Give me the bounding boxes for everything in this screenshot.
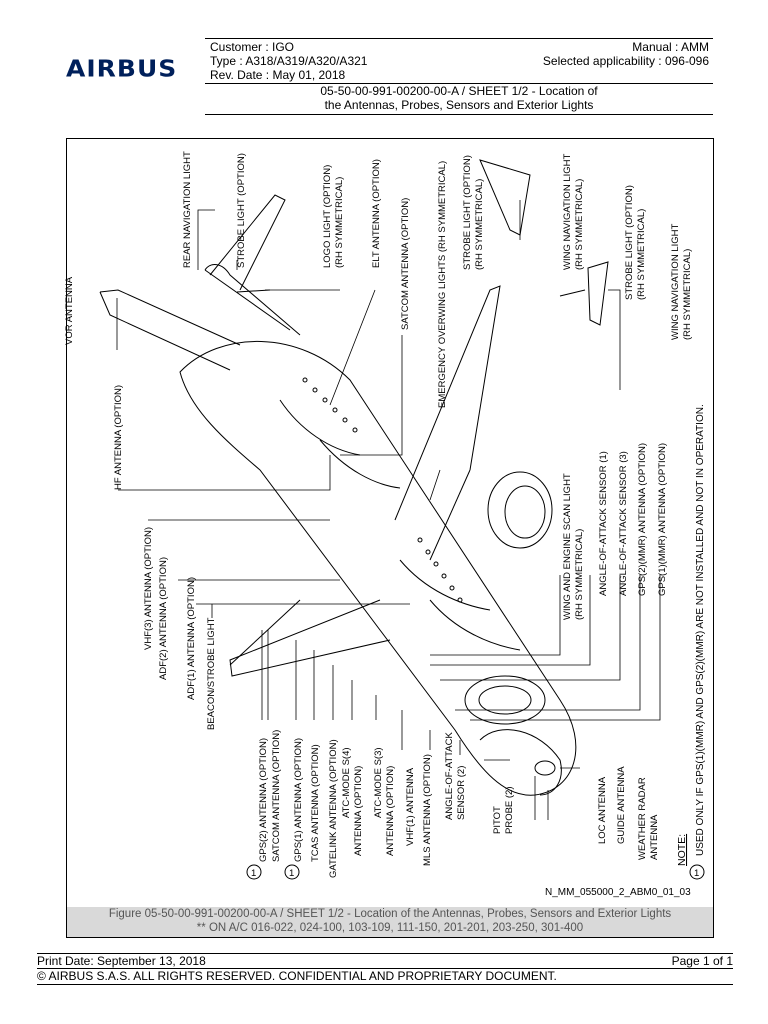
page-number: Page 1 of 1 [671,954,733,968]
label-wing-nav-light-2-rh: (RH SYMMETRICAL) [682,249,693,340]
label-guide-antenna: GUIDE ANTENNA [616,766,627,844]
note-marker-text: 1 [694,868,699,879]
rev-date-field: Rev. Date : May 01, 2018 [210,68,346,82]
label-mls-antenna: MLS ANTENNA (OPTION) [422,754,433,866]
label-wing-nav-light-1-rh: (RH SYMMETRICAL) [574,179,585,270]
note-marker [689,864,705,880]
doc-title-line1: 05-50-00-991-00200-00-A / SHEET 1/2 - Lo… [320,84,598,98]
applicability-field: Selected applicability : 096-096 [542,54,709,68]
label-satcom-antenna: SATCOM ANTENNA (OPTION) [271,730,282,862]
label-weather-radar: WEATHER RADAR [637,777,648,860]
label-atc-mode-s3-antenna: ANTENNA (OPTION) [385,766,396,856]
label-gatelink-antenna: GATELINK ANTENNA (OPTION) [328,739,339,878]
figure-caption: Figure 05-50-00-991-00200-00-A / SHEET 1… [66,907,714,938]
label-beacon-strobe-light: BEACON/STROBE LIGHT [206,617,217,730]
label-strobe-light-tail: STROBE LIGHT (OPTION) [236,153,247,268]
note-heading: NOTE: [676,834,688,866]
label-atc-mode-s4: ATC-MODE S(4) [341,747,352,818]
label-wing-nav-light-2: WING NAVIGATION LIGHT [670,224,681,340]
label-hf-antenna: HF ANTENNA (OPTION) [113,385,124,490]
label-strobe-light-rh-sym: (RH SYMMETRICAL) [474,179,485,270]
note-marker-gps2 [246,864,262,880]
label-strobe-light-rh: STROBE LIGHT (OPTION) [462,155,473,270]
print-date: Print Date: September 13, 2018 [37,954,206,968]
label-vhf3-antenna: VHF(3) ANTENNA (OPTION) [143,527,154,650]
label-atc-mode-s3: ATC-MODE S(3) [373,747,384,818]
label-vhf1-antenna: VHF(1) ANTENNA [405,767,416,846]
note-marker-gps1 [284,864,300,880]
label-elt-antenna: ELT ANTENNA (OPTION) [371,159,382,268]
footer-bottom-rule [37,984,733,985]
header-bottom-rule [205,114,713,115]
label-wing-nav-light-1: WING NAVIGATION LIGHT [562,154,573,270]
label-aoa-sensor-3: ANGLE-OF-ATTACK SENSOR (3) [618,451,629,596]
label-adf2-antenna: ADF(2) ANTENNA (OPTION) [158,557,169,680]
label-logo-light-rh: (RH SYMMETRICAL) [334,177,345,268]
figure-caption-line2: ** ON A/C 016-022, 024-100, 103-109, 111… [196,922,584,934]
label-emergency-overwing-lights: EMERGENCY OVERWING LIGHTS (RH SYMMETRICA… [437,161,448,408]
label-wing-engine-scan-light: WING AND ENGINE SCAN LIGHT [562,473,573,620]
footer-top-rule [37,953,733,954]
label-loc-antenna: LOC ANTENNA [597,776,608,844]
label-adf1-antenna: ADF(1) ANTENNA (OPTION) [186,577,197,700]
label-rear-navigation-light: REAR NAVIGATION LIGHT [182,151,193,268]
label-aoa-sensor-2: ANGLE-OF-ATTACK [444,732,455,820]
label-vor-antenna: VOR ANTENNA [64,276,75,345]
label-strobe-light-rh-2-sym: (RH SYMMETRICAL) [636,209,647,300]
label-gps1-antenna: GPS(1) ANTENNA (OPTION) [293,738,304,862]
label-atc-mode-s4-antenna: ANTENNA (OPTION) [353,766,364,856]
label-pitot-probe-num: PROBE (2) [504,786,515,834]
label-wing-engine-scan-light-rh: (RH SYMMETRICAL) [574,529,585,620]
drawing-reference: N_MM_055000_2_ABM0_01_03 [545,887,691,898]
note-marker-gps1-text: 1 [289,868,294,879]
manual-field: Manual : AMM [632,40,709,54]
note-text: USED ONLY IF GPS(1)(MMR) AND GPS(2)(MMR)… [695,404,706,856]
figure-caption-line1: Figure 05-50-00-991-00200-00-A / SHEET 1… [108,908,672,920]
copyright-notice: © AIRBUS S.A.S. ALL RIGHTS RESERVED. CON… [37,969,557,983]
label-aoa-sensor-2-num: SENSOR (2) [456,766,467,820]
label-tcas-antenna: TCAS ANTENNA (OPTION) [310,744,321,862]
label-pitot-probe: PITOT [492,806,503,834]
footer-mid-rule [37,968,733,969]
label-gps1-mmr-antenna: GPS(1)(MMR) ANTENNA (OPTION) [657,443,668,596]
aircraft-drawing [99,159,609,796]
label-logo-light: LOGO LIGHT (OPTION) [322,165,333,268]
header-top-rule [205,38,713,39]
label-gps2-mmr-antenna: GPS(2)(MMR) ANTENNA (OPTION) [637,443,648,596]
airbus-logo: AIRBUS [66,55,178,82]
label-satcom-antenna-top: SATCOM ANTENNA (OPTION) [400,198,411,330]
type-field: Type : A318/A319/A320/A321 [210,54,368,68]
doc-title-line2: the Antennas, Probes, Sensors and Exteri… [324,98,594,112]
label-weather-radar-antenna: ANTENNA [649,814,660,860]
note-marker-gps2-text: 1 [251,868,256,879]
label-strobe-light-rh-2: STROBE LIGHT (OPTION) [624,185,635,300]
header-mid-rule [205,83,713,84]
customer-field: Customer : IGO [210,40,295,54]
label-gps2-antenna: GPS(2) ANTENNA (OPTION) [258,738,269,862]
leader-lines [116,200,661,820]
label-aoa-sensor-1: ANGLE-OF-ATTACK SENSOR (1) [598,451,609,596]
callout-labels: VOR ANTENNA REAR NAVIGATION LIGHT STROBE… [64,151,706,898]
